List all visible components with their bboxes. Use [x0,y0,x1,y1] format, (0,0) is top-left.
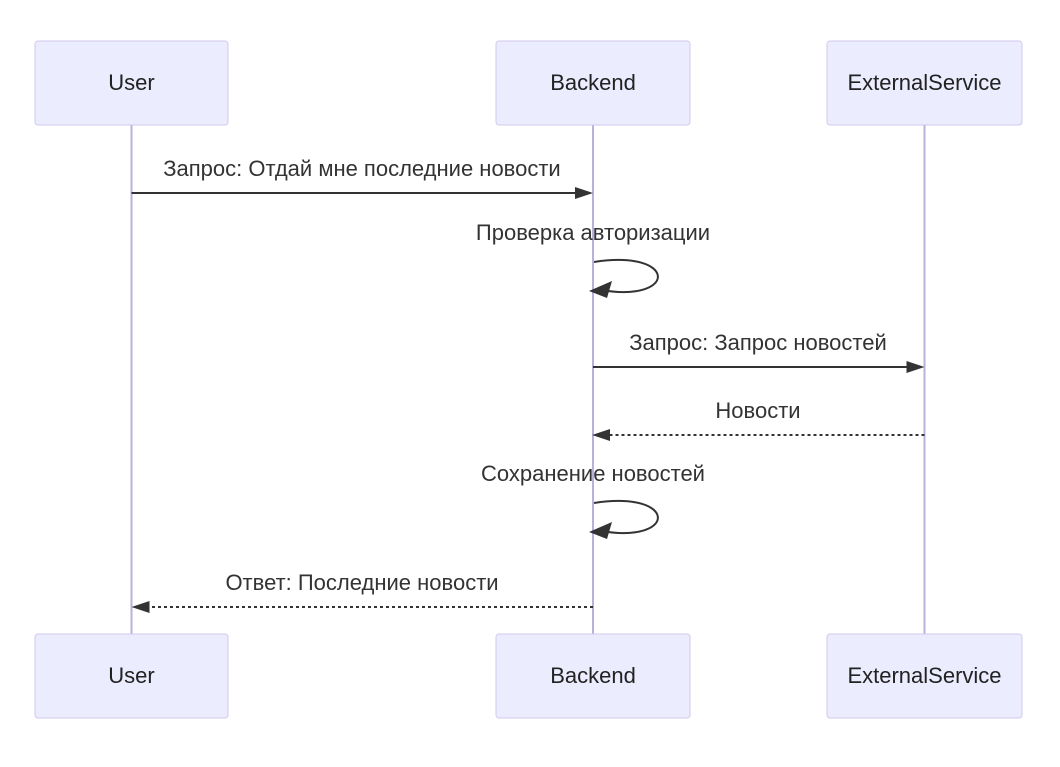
actor-label: User [108,663,154,688]
actor-top-user: User [34,40,229,126]
message-save-news-selfloop: Сохранение новостей [481,461,705,539]
arrowhead-left-icon [592,429,610,441]
message-label: Запрос: Отдай мне последние новости [163,156,560,181]
actor-box [495,633,691,719]
message-label: Сохранение новостей [481,461,705,486]
self-loop-curve [593,259,659,293]
actor-label: ExternalService [847,663,1001,688]
message-label: Запрос: Запрос новостей [629,330,887,355]
actor-label: User [108,70,154,95]
actor-top-backend: Backend [495,40,691,126]
actor-box [826,633,1023,719]
actor-label: ExternalService [847,70,1001,95]
arrowhead-right-icon [575,187,593,199]
self-loop-curve [593,500,659,534]
actor-bottom-backend: Backend [495,633,691,719]
message-final-response: Ответ: Последние новости [131,570,593,613]
message-news-response: Новости [592,398,925,441]
message-label: Ответ: Последние новости [225,570,498,595]
message-request-news: Запрос: Запрос новостей [593,330,925,373]
actor-box [826,40,1023,126]
message-label: Проверка авторизации [476,220,710,245]
message-request-latest-news: Запрос: Отдай мне последние новости [131,156,593,199]
arrowhead-left-icon [589,281,612,298]
arrowhead-left-icon [131,601,150,613]
actor-box [34,633,229,719]
actor-box [495,40,691,126]
actor-top-externalservice: ExternalService [826,40,1023,126]
actor-label: Backend [550,663,636,688]
arrowhead-left-icon [589,522,612,539]
arrowhead-right-icon [906,361,925,373]
actor-box [34,40,229,126]
actor-bottom-user: User [34,633,229,719]
actor-bottom-externalservice: ExternalService [826,633,1023,719]
actor-label: Backend [550,70,636,95]
message-label: Новости [715,398,800,423]
message-auth-check-selfloop: Проверка авторизации [476,220,710,298]
